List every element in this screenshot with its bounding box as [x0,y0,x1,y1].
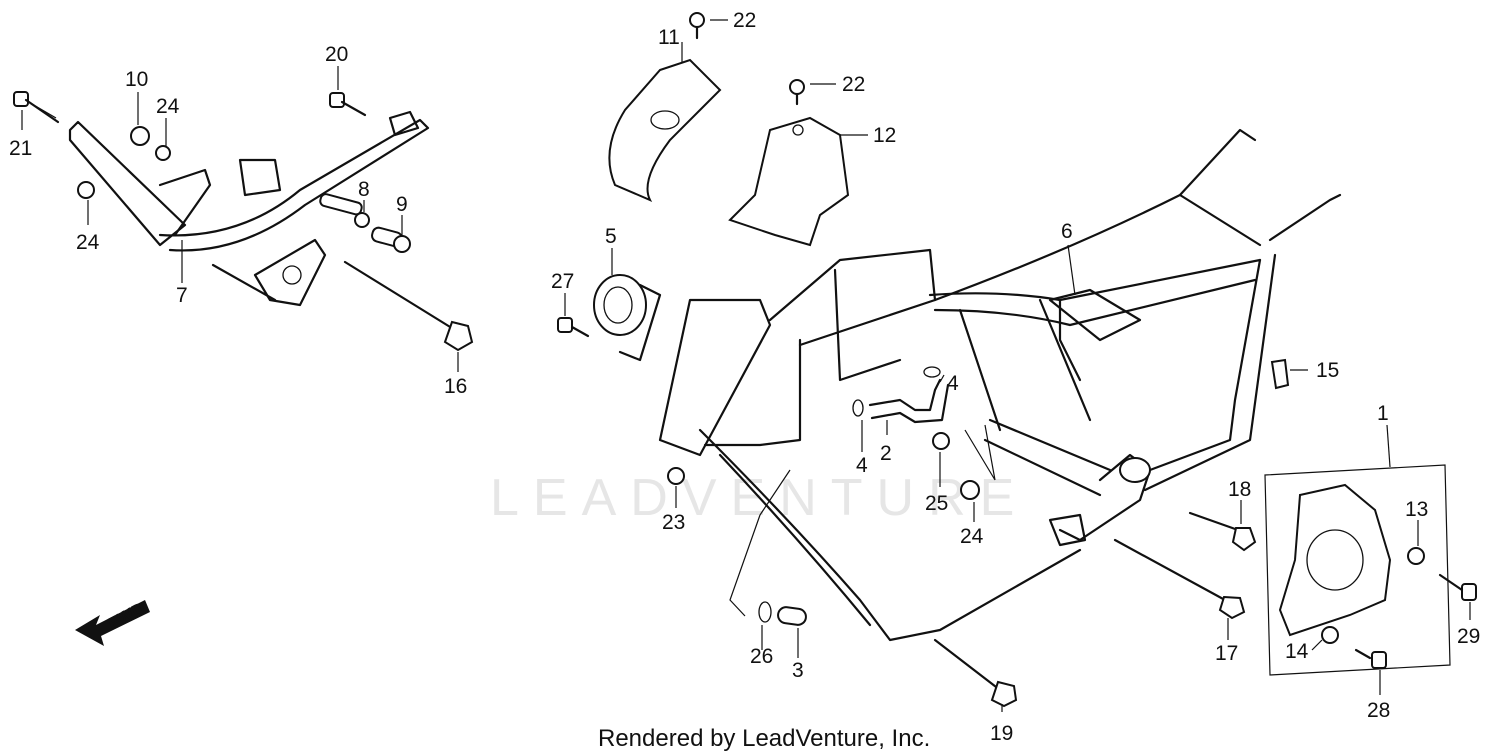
callout-7: 7 [176,284,188,307]
bolt-16-part[interactable] [343,260,474,352]
bolt-14-part[interactable] [1321,626,1339,644]
watermark-text: LEADVENTURE [490,469,1028,527]
footer-credit: Rendered by LeadVenture, Inc. [598,725,930,752]
nut-10-part[interactable] [130,126,171,161]
callout-24-top-left: 24 [156,95,180,118]
callout-10: 10 [125,68,148,91]
callout-13: 13 [1405,498,1428,521]
bolt-21-part[interactable] [13,91,60,124]
upper-frame-part[interactable] [68,110,430,307]
callout-3: 3 [792,659,804,682]
cover-11-part[interactable] [608,58,722,202]
callout-12: 12 [873,124,896,147]
nut-25-part[interactable] [932,432,950,450]
callout-29: 29 [1457,625,1480,648]
fwd-label: FWD [105,599,148,634]
callout-11: 11 [658,26,680,49]
callout-9: 9 [396,193,408,216]
callout-2: 2 [880,442,892,465]
collar-9-part[interactable] [371,226,411,253]
callout-21: 21 [9,137,32,160]
callout-26: 26 [750,645,773,668]
bolt-17-part[interactable] [1113,538,1246,620]
screw-22-mid-part[interactable] [789,79,805,106]
callout-28: 28 [1367,699,1390,722]
nut-24-center-part[interactable] [960,480,980,500]
callout-17: 17 [1215,642,1238,665]
bolt-20-part[interactable] [329,92,367,117]
cap-15-part[interactable] [1270,358,1290,390]
callout-25: 25 [925,492,948,515]
callout-22-top: 22 [733,9,756,32]
callout-14: 14 [1285,640,1309,663]
rubber-3-part[interactable] [777,606,807,626]
callout-24-left: 24 [76,231,100,254]
callout-20: 20 [325,43,348,66]
clamp-4-upper-part[interactable] [923,366,941,378]
callout-labels: 1 2 3 4 4 5 6 7 8 9 10 11 12 13 14 15 16… [9,9,1480,745]
callout-18: 18 [1228,478,1251,501]
cover-assembly-outline [1264,464,1451,676]
nut-24-left-part[interactable] [77,181,95,199]
callout-15: 15 [1316,359,1339,382]
callout-23: 23 [662,511,685,534]
side-cover-1-part[interactable] [1278,483,1392,637]
callout-6: 6 [1061,220,1073,243]
bolt-13-part[interactable] [1407,547,1425,565]
clamp-4-lower-part[interactable] [852,399,864,417]
main-frame-part[interactable] [658,128,1342,642]
callout-24-center: 24 [960,525,984,548]
screw-29-part[interactable] [1438,573,1477,601]
cover-12-part[interactable] [728,116,850,247]
bolt-18-part[interactable] [1188,511,1257,552]
callout-1: 1 [1377,402,1389,425]
hose-2-part[interactable] [868,378,950,424]
callout-8: 8 [358,178,370,201]
bolt-19-part[interactable] [933,638,1018,708]
callout-27: 27 [551,270,574,293]
bolt-27-part[interactable] [557,317,590,338]
horn-5-part[interactable] [593,274,662,362]
forward-arrow-icon: FWD [75,599,150,646]
screw-28-part[interactable] [1354,648,1387,669]
callout-5: 5 [605,225,617,248]
callout-16: 16 [444,375,467,398]
screw-22-top-part[interactable] [689,12,705,40]
nut-23-part[interactable] [667,467,685,485]
callout-4-lower: 4 [856,454,868,477]
callout-22-mid: 22 [842,73,865,96]
callout-19: 19 [990,722,1013,745]
bolt-8-part[interactable] [319,193,370,228]
leader-lines [21,19,1471,712]
callout-4-upper: 4 [947,372,959,395]
clip-26-part[interactable] [758,601,772,623]
